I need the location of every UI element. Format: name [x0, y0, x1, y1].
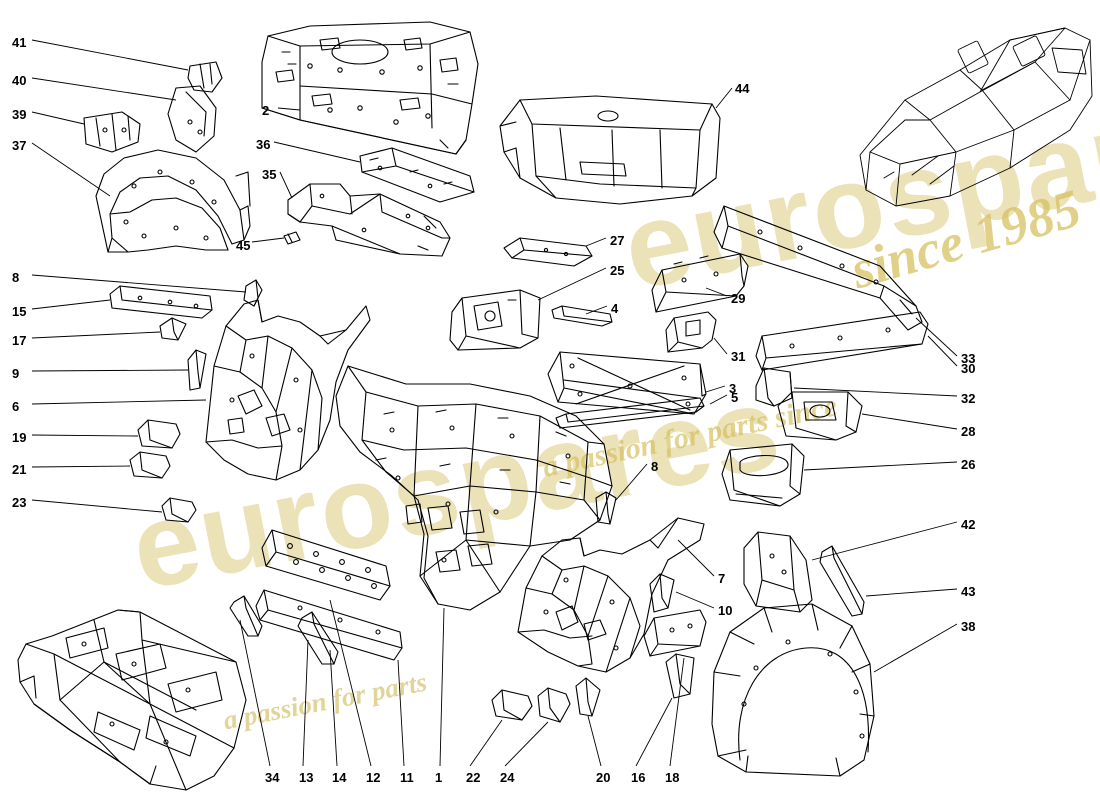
callout-28[interactable]: 28 — [961, 424, 976, 439]
part-6-inner-structure — [205, 299, 371, 481]
callout-33[interactable]: 33 — [961, 351, 976, 366]
callout-39[interactable]: 39 — [12, 107, 27, 122]
part-21-bracket — [129, 451, 171, 479]
part-33-side-rail — [713, 205, 923, 331]
callout-23[interactable]: 23 — [12, 495, 27, 510]
callout-9[interactable]: 9 — [12, 366, 20, 381]
part-8-right-angle — [595, 491, 617, 525]
part-22-bracket — [491, 689, 533, 721]
callout-5[interactable]: 5 — [731, 390, 739, 405]
part-19-bracket — [137, 419, 181, 449]
callout-17[interactable]: 17 — [12, 333, 27, 348]
part-41-bracket — [187, 61, 223, 93]
callout-19[interactable]: 19 — [12, 430, 27, 445]
part-39-bracket — [83, 111, 141, 153]
callout-8-right[interactable]: 8 — [651, 459, 659, 474]
part-26-curved-bracket — [721, 443, 805, 507]
part-27-panel — [503, 237, 593, 267]
callout-36[interactable]: 36 — [256, 137, 271, 152]
callout-22[interactable]: 22 — [466, 770, 481, 785]
callout-41[interactable]: 41 — [12, 35, 27, 50]
callout-12[interactable]: 12 — [366, 770, 381, 785]
part-28-plate — [777, 391, 863, 441]
part-29-channel — [651, 253, 749, 313]
part-11-sill-rail — [255, 589, 403, 661]
part-17-angle — [159, 317, 187, 341]
callout-38[interactable]: 38 — [961, 619, 976, 634]
callout-42[interactable]: 42 — [961, 517, 976, 532]
callout-2[interactable]: 2 — [262, 103, 270, 118]
part-15-strip — [109, 285, 213, 319]
callout-34[interactable]: 34 — [265, 770, 280, 785]
callout-8-left[interactable]: 8 — [12, 270, 20, 285]
part-4-rod — [551, 305, 613, 327]
part-43-rail — [819, 545, 865, 617]
callout-25[interactable]: 25 — [610, 263, 625, 278]
callout-43[interactable]: 43 — [961, 584, 976, 599]
part-9-bar — [187, 349, 207, 391]
part-23-bracket — [161, 497, 197, 523]
callout-6[interactable]: 6 — [12, 399, 20, 414]
part-12-sill-panel — [261, 529, 391, 601]
part-14-strip — [297, 611, 339, 665]
part-10-bracket — [649, 573, 675, 613]
part-42-quarter-panel — [743, 531, 813, 613]
callout-27[interactable]: 27 — [610, 233, 625, 248]
callout-35[interactable]: 35 — [262, 167, 277, 182]
part-31-bracket — [665, 311, 717, 353]
part-5-strip — [555, 397, 705, 429]
callout-40[interactable]: 40 — [12, 73, 27, 88]
callout-44[interactable]: 44 — [735, 81, 750, 96]
part-2-bulkhead-panel — [261, 21, 479, 155]
callout-15[interactable]: 15 — [12, 304, 27, 319]
callout-21[interactable]: 21 — [12, 462, 27, 477]
part-30-beam — [755, 311, 929, 371]
part-45-pin — [283, 231, 301, 245]
callout-37[interactable]: 37 — [12, 138, 27, 153]
callout-29[interactable]: 29 — [731, 291, 746, 306]
callout-31[interactable]: 31 — [731, 349, 746, 364]
part-20-strip — [575, 677, 601, 717]
part-18-bracket — [665, 653, 695, 699]
callout-1[interactable]: 1 — [435, 770, 443, 785]
callout-24[interactable]: 24 — [500, 770, 515, 785]
callout-4[interactable]: 4 — [611, 301, 619, 316]
callout-32[interactable]: 32 — [961, 391, 976, 406]
callout-10[interactable]: 10 — [718, 603, 733, 618]
part-25-box-bracket — [449, 289, 541, 351]
callout-13[interactable]: 13 — [299, 770, 314, 785]
part-44-floor-tub — [499, 95, 721, 205]
part-7-inner-structure — [517, 517, 705, 673]
part-37-wheelhouse-liner — [95, 149, 251, 253]
callout-11[interactable]: 11 — [400, 770, 414, 785]
callout-20[interactable]: 20 — [596, 770, 611, 785]
callout-3[interactable]: 3 — [729, 381, 737, 396]
callout-30[interactable]: 30 — [961, 361, 976, 376]
callout-45[interactable]: 45 — [236, 238, 251, 253]
part-38-wheel-arch — [711, 603, 875, 777]
part-16-beam — [643, 609, 707, 657]
part-36-crossmember — [359, 147, 475, 203]
part-13-strip — [229, 595, 263, 637]
part-34-undertray — [17, 609, 247, 791]
callout-7[interactable]: 7 — [718, 571, 726, 586]
full-body-reference-outline — [859, 27, 1093, 207]
part-1-main-frame — [335, 365, 613, 611]
callout-18[interactable]: 18 — [665, 770, 680, 785]
part-24-bracket — [537, 687, 571, 723]
callout-26[interactable]: 26 — [961, 457, 976, 472]
part-35-frame-beam — [287, 183, 451, 257]
part-8-left-angle — [243, 279, 263, 307]
callout-14[interactable]: 14 — [332, 770, 347, 785]
callout-16[interactable]: 16 — [631, 770, 646, 785]
part-40-arch-panel — [167, 85, 217, 153]
